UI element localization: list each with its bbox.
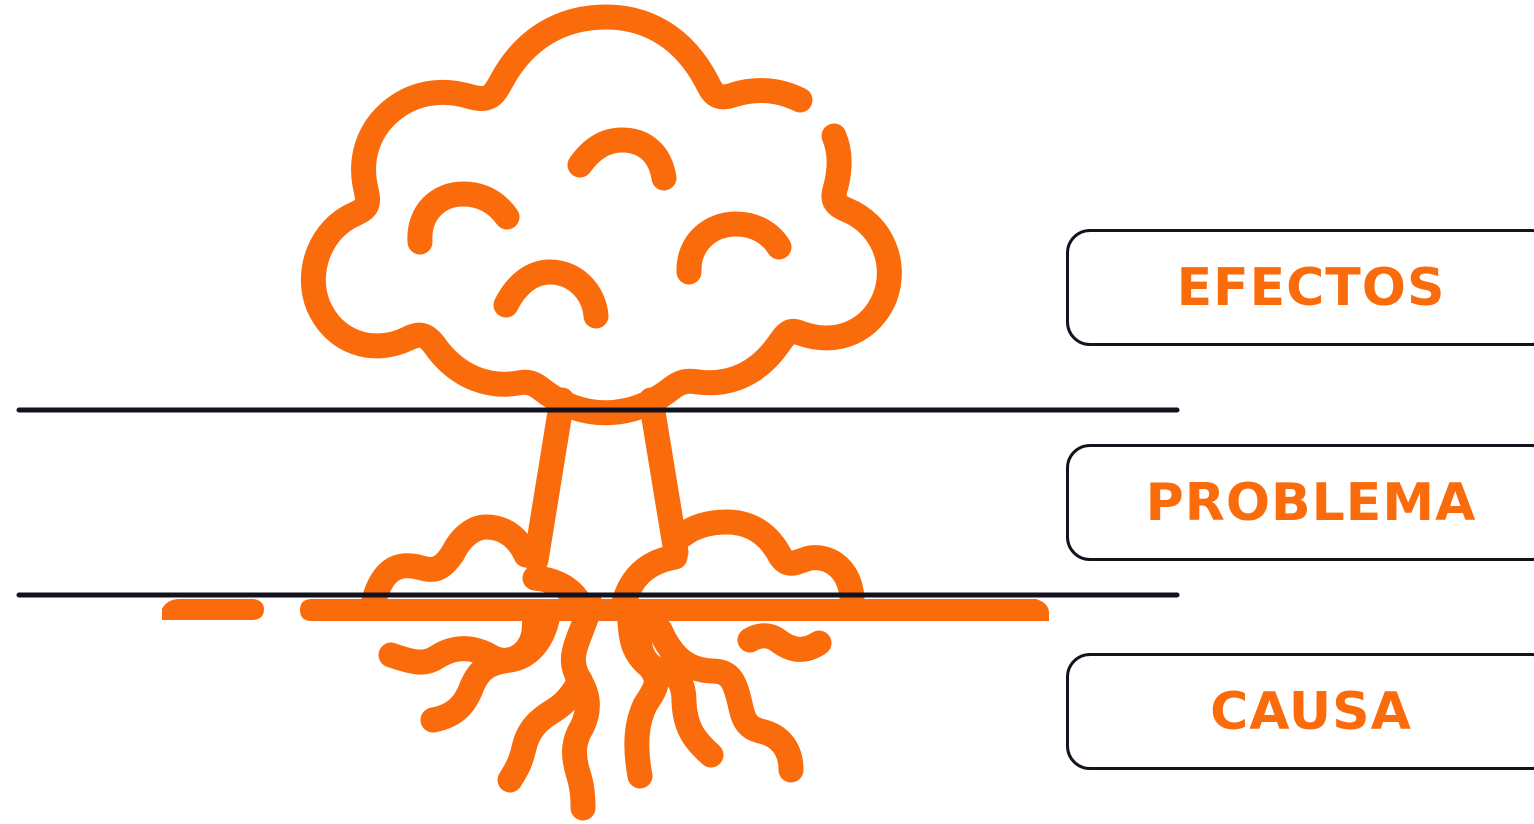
cause-label: CAUSA (1121, 686, 1501, 738)
effects-box: EFECTOS (1066, 229, 1534, 346)
problem-box: PROBLEMA (1066, 444, 1534, 561)
ground-line (162, 599, 1049, 621)
crown-curl-1 (420, 194, 507, 242)
root-2 (433, 620, 547, 720)
ground-bar-right (300, 599, 1049, 621)
ground-bump-right (683, 522, 852, 598)
effects-label: EFECTOS (1121, 262, 1501, 314)
root-4 (573, 605, 591, 808)
divider-lines (19, 410, 1177, 595)
ground-bar-left (162, 599, 264, 620)
crown-curl-2 (580, 140, 664, 178)
crown-curl-4 (689, 224, 779, 272)
ground-bump-left (374, 527, 526, 600)
root-8 (750, 636, 819, 650)
problem-label: PROBLEMA (1121, 477, 1501, 529)
cause-box: CAUSA (1066, 653, 1534, 770)
crown-curl-3 (506, 272, 596, 316)
tree-trunk-left (536, 400, 562, 560)
tree-crown (313, 17, 889, 413)
